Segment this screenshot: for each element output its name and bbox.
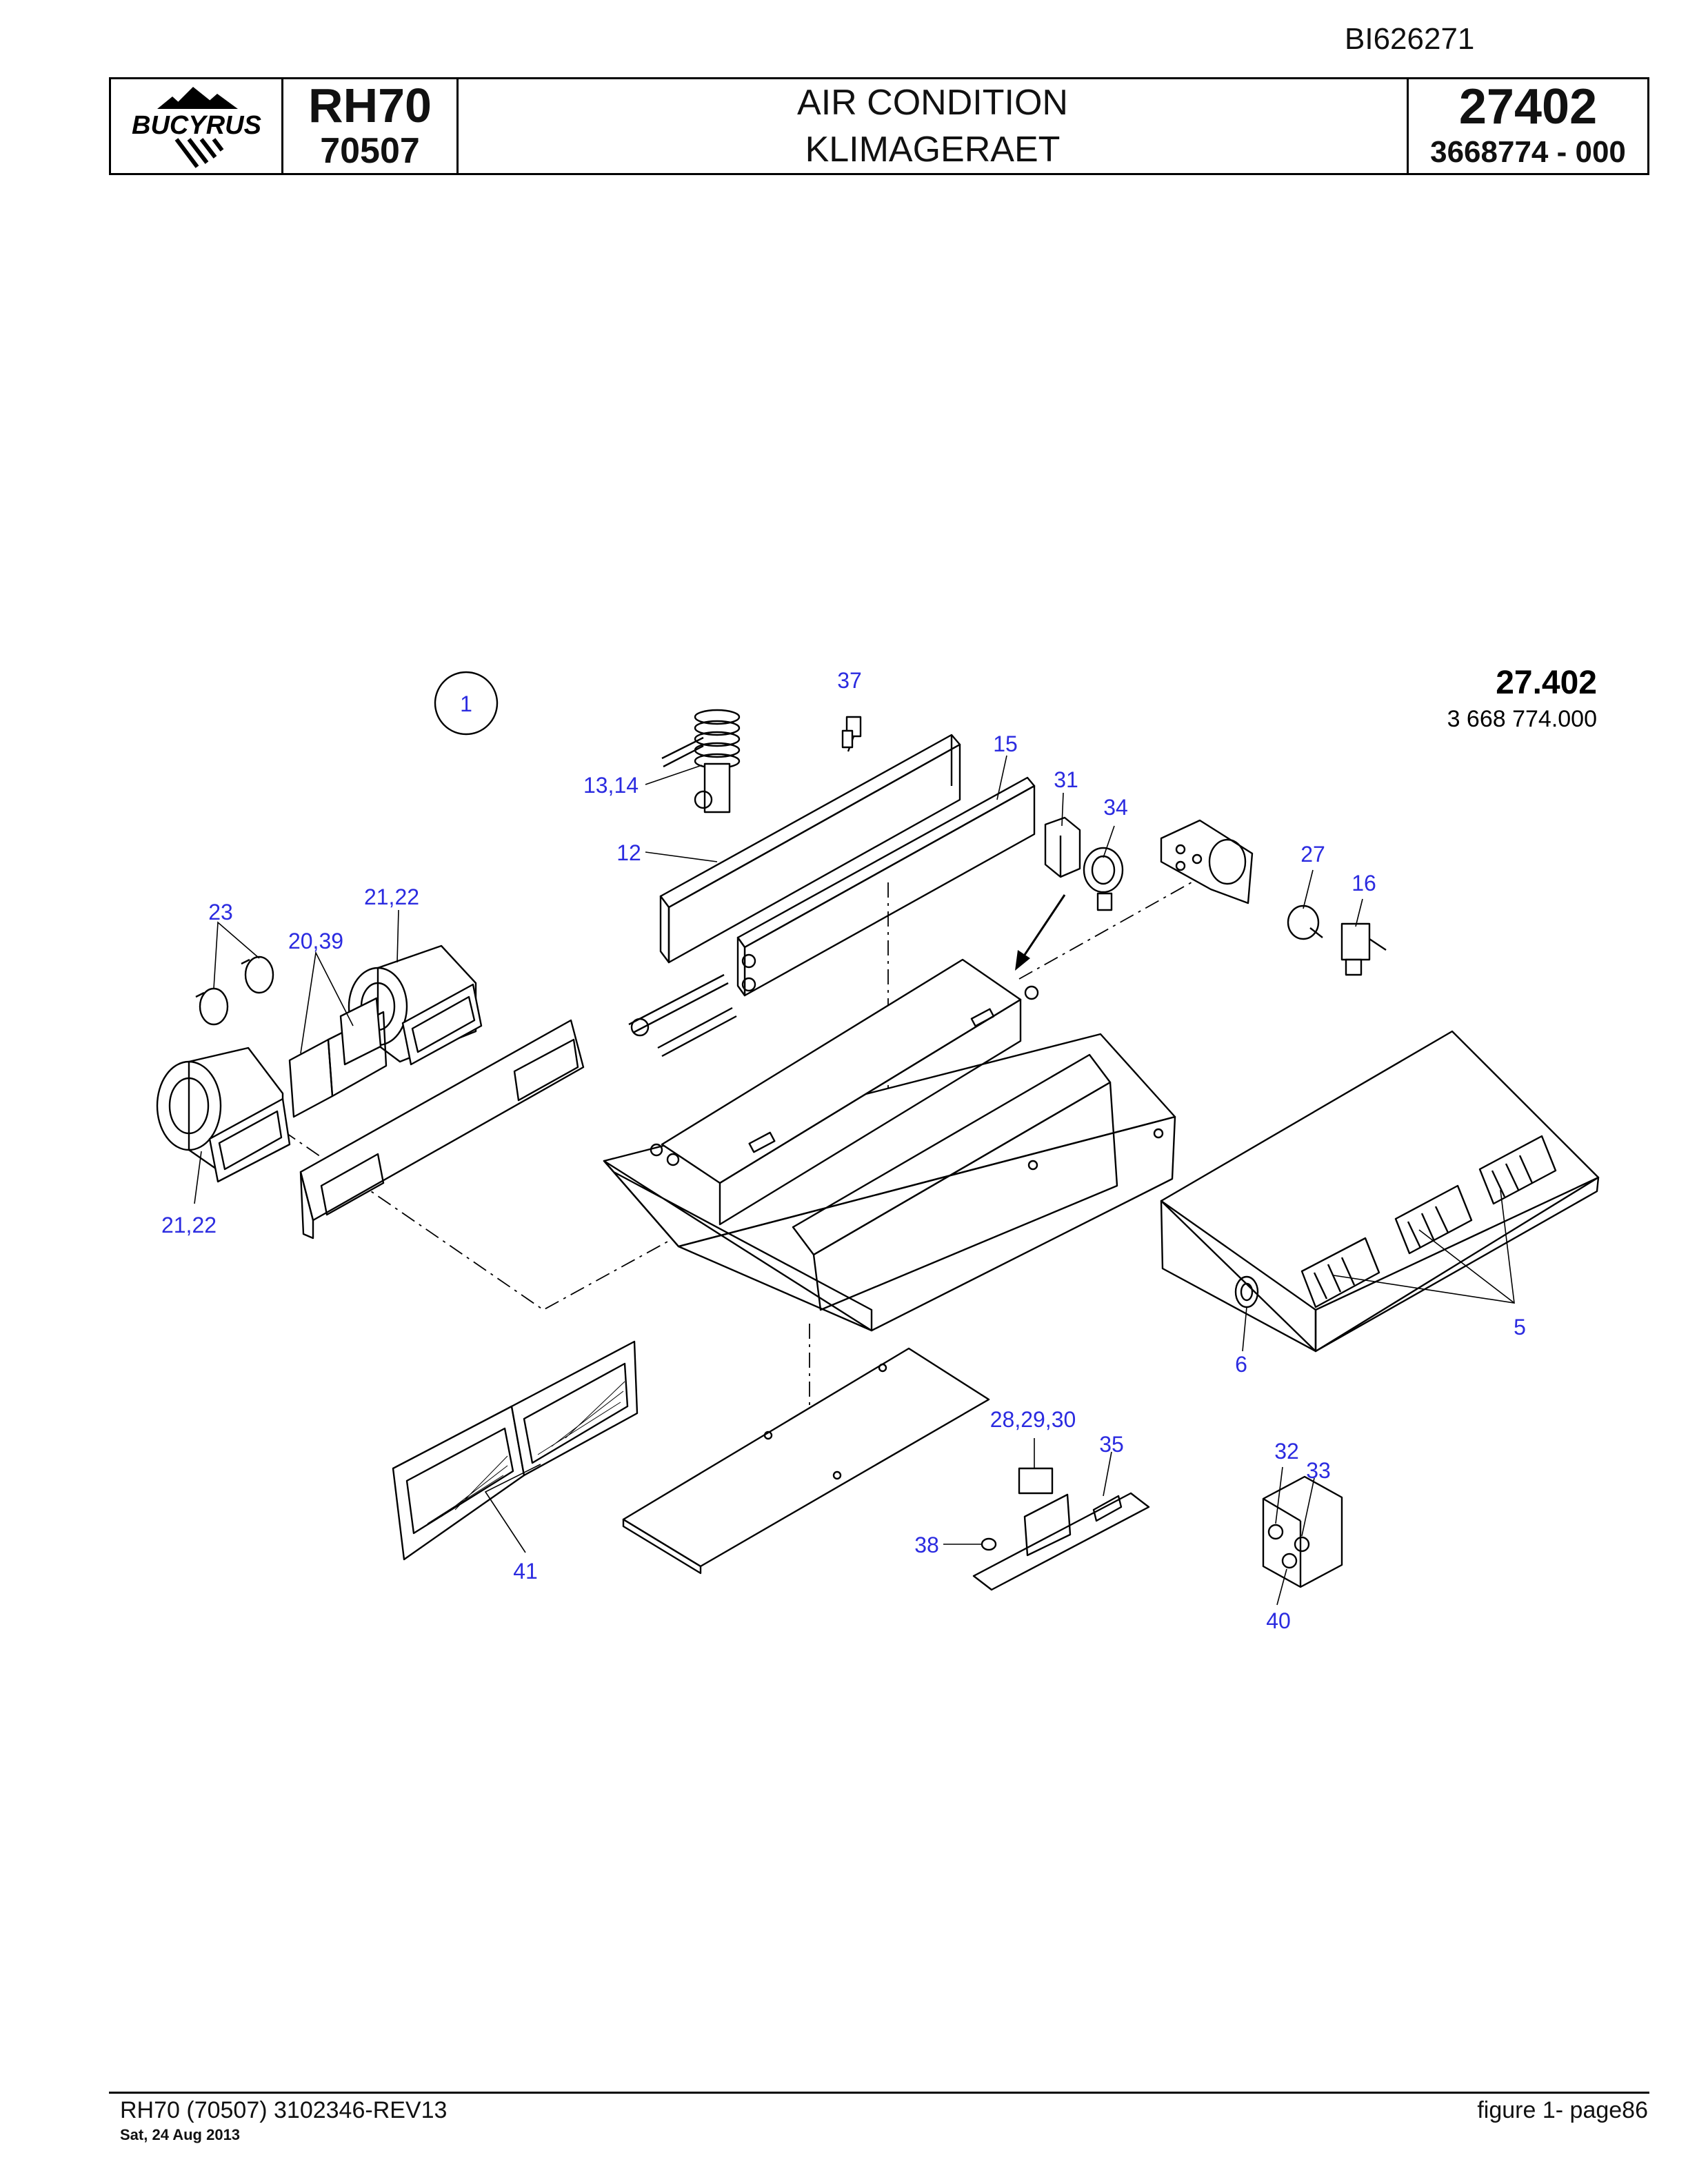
mounting-plate bbox=[1160, 819, 1254, 904]
callout-27: 27 bbox=[1300, 842, 1325, 867]
expansion-valve bbox=[661, 709, 741, 813]
air-outlet-cover bbox=[1160, 1030, 1600, 1353]
brand-logo-cell: BUCYRUS bbox=[111, 79, 283, 173]
leader-line bbox=[1103, 1451, 1112, 1497]
leader-line bbox=[1303, 869, 1314, 909]
leader-line bbox=[645, 765, 703, 785]
callout-20-39: 20,39 bbox=[288, 929, 343, 953]
leader-line bbox=[1061, 792, 1064, 827]
callout-21-22-bottom: 21,22 bbox=[161, 1213, 217, 1237]
callout-35: 35 bbox=[1099, 1432, 1124, 1457]
footer-date: Sat, 24 Aug 2013 bbox=[120, 2126, 241, 2143]
model-cell: RH70 70507 bbox=[283, 79, 459, 173]
callout-41: 41 bbox=[513, 1559, 538, 1584]
callout-16: 16 bbox=[1352, 871, 1376, 896]
callout-31: 31 bbox=[1054, 767, 1078, 792]
leader-line bbox=[194, 1151, 202, 1204]
leader-line bbox=[1301, 1477, 1315, 1537]
blower-fan-left bbox=[156, 1046, 291, 1183]
title-cell: AIR CONDITION KLIMAGERAET bbox=[459, 79, 1409, 173]
assembly-arrow bbox=[1019, 894, 1066, 962]
callout-21-22-top: 21,22 bbox=[364, 884, 419, 909]
evaporator-core bbox=[736, 776, 1036, 997]
figure-number: 1 bbox=[460, 691, 472, 716]
brand-name: BUCYRUS bbox=[132, 111, 261, 140]
model-name: RH70 bbox=[308, 79, 432, 132]
callout-12: 12 bbox=[616, 840, 641, 865]
ref-part-number: 3 668 774.000 bbox=[1447, 706, 1597, 732]
leader-line bbox=[213, 921, 260, 989]
title-german: KLIMAGERAET bbox=[805, 130, 1061, 170]
leader-line bbox=[1355, 898, 1363, 927]
leader-line bbox=[1275, 1466, 1283, 1524]
arrow-head bbox=[1015, 950, 1030, 971]
leader-line bbox=[1242, 1306, 1247, 1352]
callout-15: 15 bbox=[993, 731, 1018, 756]
callout-34: 34 bbox=[1103, 795, 1128, 820]
callout-33: 33 bbox=[1306, 1458, 1331, 1483]
center-line bbox=[1018, 869, 1214, 980]
title-english: AIR CONDITION bbox=[797, 83, 1068, 123]
callout-28-29-30: 28,29,30 bbox=[990, 1407, 1076, 1432]
relay bbox=[1044, 816, 1081, 878]
mounting-bracket bbox=[299, 1019, 585, 1240]
terminal-board bbox=[972, 1467, 1150, 1591]
part-number: 3668774 - 000 bbox=[1430, 135, 1626, 169]
serial-number: 70507 bbox=[320, 131, 420, 171]
callout-38: 38 bbox=[914, 1533, 939, 1557]
leader-line bbox=[1103, 825, 1115, 858]
ref-group-number: 27.402 bbox=[1496, 665, 1597, 701]
leader-line bbox=[396, 909, 399, 963]
air-filters bbox=[392, 1340, 639, 1561]
leader-line bbox=[645, 851, 718, 862]
footer-page-ref: figure 1- page86 bbox=[1477, 2097, 1648, 2123]
leader-line bbox=[1276, 1568, 1287, 1606]
figure-number-circle bbox=[434, 671, 499, 736]
footer-document-ref: RH70 (70507) 3102346-REV13 bbox=[120, 2097, 448, 2123]
group-number: 27402 bbox=[1458, 79, 1598, 134]
footer-divider bbox=[109, 2092, 1649, 2094]
callout-37: 37 bbox=[837, 668, 862, 693]
group-number-cell: 27402 3668774 - 000 bbox=[1409, 79, 1647, 173]
base-frame bbox=[603, 958, 1176, 1332]
leader-line bbox=[1418, 1229, 1515, 1304]
connection-tubes bbox=[628, 973, 737, 1058]
callout-6: 6 bbox=[1235, 1352, 1247, 1377]
callout-5: 5 bbox=[1514, 1315, 1526, 1339]
callout-23: 23 bbox=[208, 900, 233, 924]
capacitor bbox=[1083, 847, 1124, 911]
control-knob bbox=[1287, 904, 1323, 940]
document-id: BI626271 bbox=[1345, 22, 1475, 56]
leader-line bbox=[484, 1464, 541, 1553]
temperature-sensor bbox=[841, 716, 862, 752]
bottom-plate bbox=[622, 1347, 990, 1575]
bucyrus-logo-icon: BUCYRUS bbox=[132, 87, 261, 168]
leader-line bbox=[300, 951, 354, 1054]
leader-line bbox=[996, 755, 1007, 800]
callout-13-14: 13,14 bbox=[583, 773, 639, 798]
hose-clamps bbox=[195, 956, 274, 1026]
callout-32: 32 bbox=[1274, 1439, 1299, 1464]
callout-40: 40 bbox=[1266, 1608, 1291, 1633]
title-block: BUCYRUS RH70 70507 AIR CONDITION KLIMAGE… bbox=[109, 77, 1649, 175]
blower-motor bbox=[288, 997, 388, 1118]
rotary-switch bbox=[1340, 922, 1387, 976]
evaporator-housing bbox=[659, 734, 961, 964]
